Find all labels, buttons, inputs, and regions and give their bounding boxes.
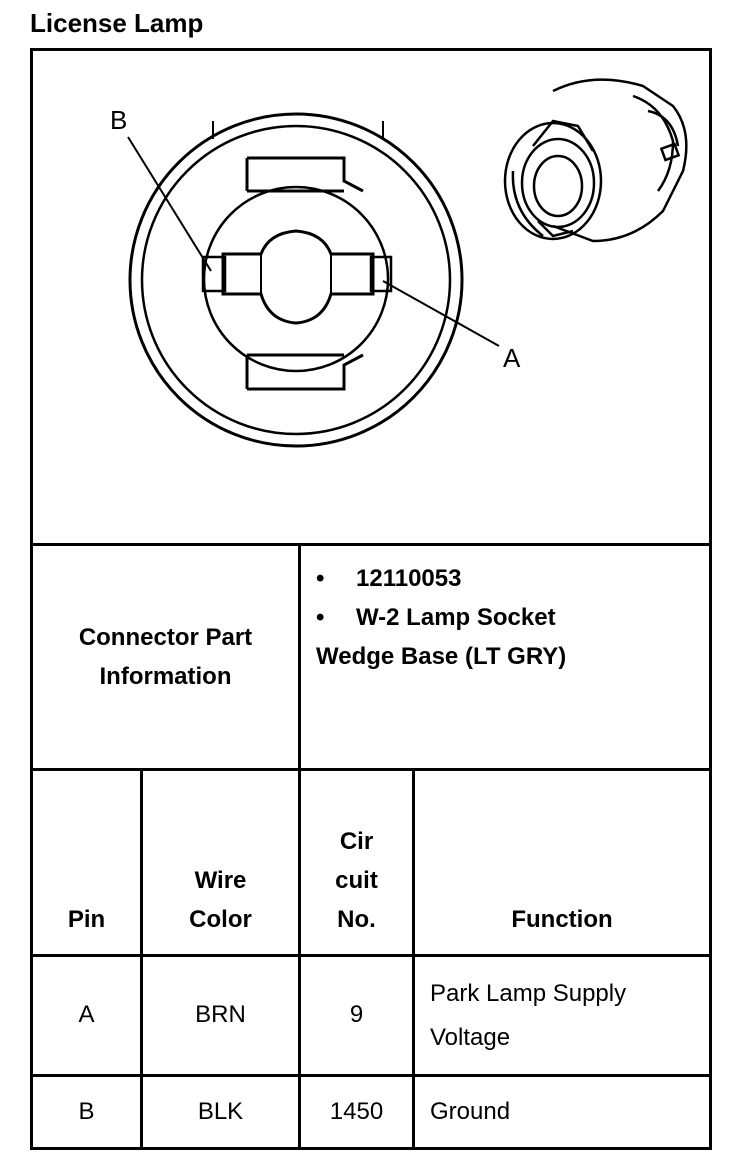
header-wire-color: Wire Color xyxy=(189,867,252,933)
row-a-wire-color: BRN xyxy=(195,1001,246,1028)
terminal-a xyxy=(369,255,393,293)
row-a-function: Park Lamp Supply Voltage xyxy=(430,980,627,1051)
header-circuit-no: Cir cuit No. xyxy=(335,828,378,933)
row-b-circuit: 1450 xyxy=(329,1098,384,1125)
connector-part-info-values: • 12110053 • W-2 Lamp Socket Wedge Base … xyxy=(316,559,706,676)
row-b-function: Ground xyxy=(430,1098,511,1125)
label-a: A xyxy=(503,343,521,373)
row-b-pin: B xyxy=(78,1098,95,1125)
page-title: License Lamp xyxy=(30,8,204,38)
socket-inner-ring xyxy=(202,185,390,373)
header-function: Function xyxy=(511,906,613,933)
row-a-circuit: 9 xyxy=(349,1001,364,1028)
label-b: B xyxy=(110,105,127,135)
leader-line-b xyxy=(127,136,212,272)
connector-diagram: B A xyxy=(110,78,688,448)
connector-part-info-label: Connector Part Information xyxy=(78,624,253,690)
row-a-pin: A xyxy=(78,1001,95,1028)
leader-line-a xyxy=(382,280,500,347)
connector-outer-ring xyxy=(128,112,464,448)
connector-table-frame xyxy=(30,48,712,1150)
row-b-wire-color: BLK xyxy=(197,1098,244,1125)
part-number-item: • 12110053 xyxy=(316,565,462,592)
socket-type-item: • W-2 Lamp Socket xyxy=(316,604,556,631)
socket-perspective-illustration xyxy=(503,78,688,243)
header-pin: Pin xyxy=(67,906,106,933)
